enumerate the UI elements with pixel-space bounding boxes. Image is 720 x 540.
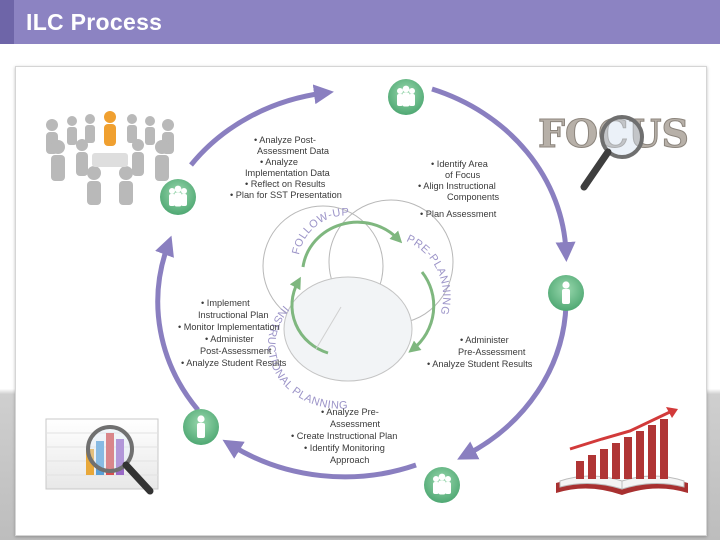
title-bar: ILC Process <box>0 0 720 44</box>
list-item: • Administer <box>460 335 509 345</box>
book-icon <box>556 407 688 495</box>
person-icon <box>197 415 205 438</box>
inner-cycle <box>262 199 454 382</box>
inner-arrow-right <box>408 271 436 353</box>
outer-cycle-arrows <box>155 84 576 480</box>
person-node-right <box>548 275 584 311</box>
list-item: • Monitor Implementation <box>178 322 280 332</box>
list-item: of Focus <box>445 170 481 180</box>
pre-planning-items: • Identify Area of Focus • Align Instruc… <box>418 159 499 219</box>
title-accent <box>0 0 14 44</box>
magnifier-icon <box>580 115 644 191</box>
list-item: Implementation Data <box>245 168 331 178</box>
slide-canvas: FOLLOW-UP PRE-PLANNING INSTRUCTIONAL PLA… <box>15 66 707 536</box>
list-item: Approach <box>330 455 369 465</box>
list-item: • Plan for SST Presentation <box>230 190 342 200</box>
magnifier-icon <box>86 425 154 495</box>
bar-chart-icon <box>45 418 159 495</box>
pre-assessment-items: • Administer Pre-Assessment • Analyze St… <box>427 335 533 369</box>
list-item: • Analyze Post- <box>254 135 316 145</box>
page-title: ILC Process <box>26 9 163 35</box>
person-icon <box>397 85 415 107</box>
pre-planning-label: PRE-PLANNING <box>405 233 452 317</box>
list-item: • Reflect on Results <box>245 179 326 189</box>
list-item: Assessment Data <box>257 146 330 156</box>
list-item: • Align Instructional <box>418 181 496 191</box>
planning-items: • Analyze Pre- Assessment • Create Instr… <box>291 407 397 465</box>
person-icon <box>433 473 451 495</box>
person-node-bottom <box>424 467 460 503</box>
list-item: Assessment <box>330 419 380 429</box>
list-item: • Implement <box>201 298 250 308</box>
focus-image: FOCUS <box>538 111 689 191</box>
cycle-arrow-top-right <box>431 86 576 262</box>
list-item: • Analyze Student Results <box>181 358 287 368</box>
people-group-icon <box>46 111 174 205</box>
follow-up-items: • Analyze Post- Assessment Data • Analyz… <box>230 135 342 200</box>
list-item: Components <box>447 192 499 202</box>
cycle-arrow-bottom-left <box>222 439 417 480</box>
person-node-left-bottom <box>183 409 219 445</box>
list-item: Post-Assessment <box>200 346 272 356</box>
list-item: • Analyze <box>260 157 298 167</box>
ilc-cycle-diagram: FOLLOW-UP PRE-PLANNING INSTRUCTIONAL PLA… <box>45 79 689 503</box>
list-item: • Create Instructional Plan <box>291 431 397 441</box>
implementation-items: • Implement Instructional Plan • Monitor… <box>178 298 287 368</box>
list-item: • Identify Monitoring <box>304 443 385 453</box>
person-icon <box>169 185 187 207</box>
cycle-arrow-top-left <box>189 84 334 167</box>
trend-arrow-icon <box>569 407 678 451</box>
person-icon <box>562 281 570 304</box>
list-item: Instructional Plan <box>198 310 268 320</box>
bar-chart-icon <box>576 419 668 479</box>
person-node-top <box>388 79 424 115</box>
list-item: • Administer <box>205 334 254 344</box>
cycle-arrow-left <box>155 235 200 412</box>
list-item: • Plan Assessment <box>420 209 497 219</box>
inner-arrow-top <box>301 220 403 268</box>
list-item: Pre-Assessment <box>458 347 526 357</box>
cycle-arrow-bottom-right <box>457 304 569 460</box>
list-item: • Analyze Student Results <box>427 359 533 369</box>
follow-up-label: FOLLOW-UP <box>290 206 349 255</box>
inner-arrow-left <box>289 276 329 355</box>
list-item: • Identify Area <box>431 159 489 169</box>
person-node-left-top <box>160 179 196 215</box>
list-item: • Analyze Pre- <box>321 407 379 417</box>
